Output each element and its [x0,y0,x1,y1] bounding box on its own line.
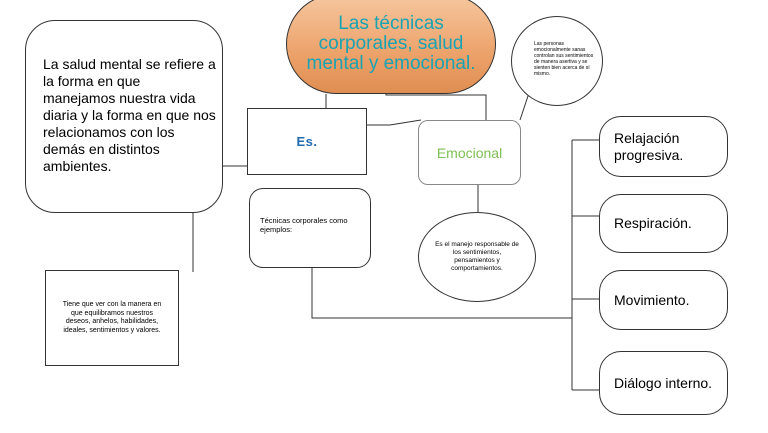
connector-techniques-bracket [311,268,572,319]
title-node: Las técnicas corporales, salud mental y … [286,0,496,94]
balance-note-node: Tiene que ver con la manera en que equil… [45,270,179,366]
connector-title-emocional [385,94,487,120]
technique-relajacion: Relajación progresiva. [599,116,728,177]
es-node: Es. [247,108,367,175]
emocional-node: Emocional [418,120,521,185]
technique-movimiento: Movimiento. [599,270,728,330]
techniques-intro-node: Técnicas corporales como ejemplos: [249,188,371,268]
technique-respiracion: Respiración. [599,194,728,253]
definition-node: La salud mental se refiere a la forma en… [25,20,223,213]
emotional-management-node: Es el manejo responsable de los sentimie… [418,212,536,302]
technique-dialogo: Diálogo interno. [599,351,728,415]
connector-es-emocional [367,119,422,126]
emotional-people-note: Las personas emocionalmente sanas contro… [511,16,603,106]
